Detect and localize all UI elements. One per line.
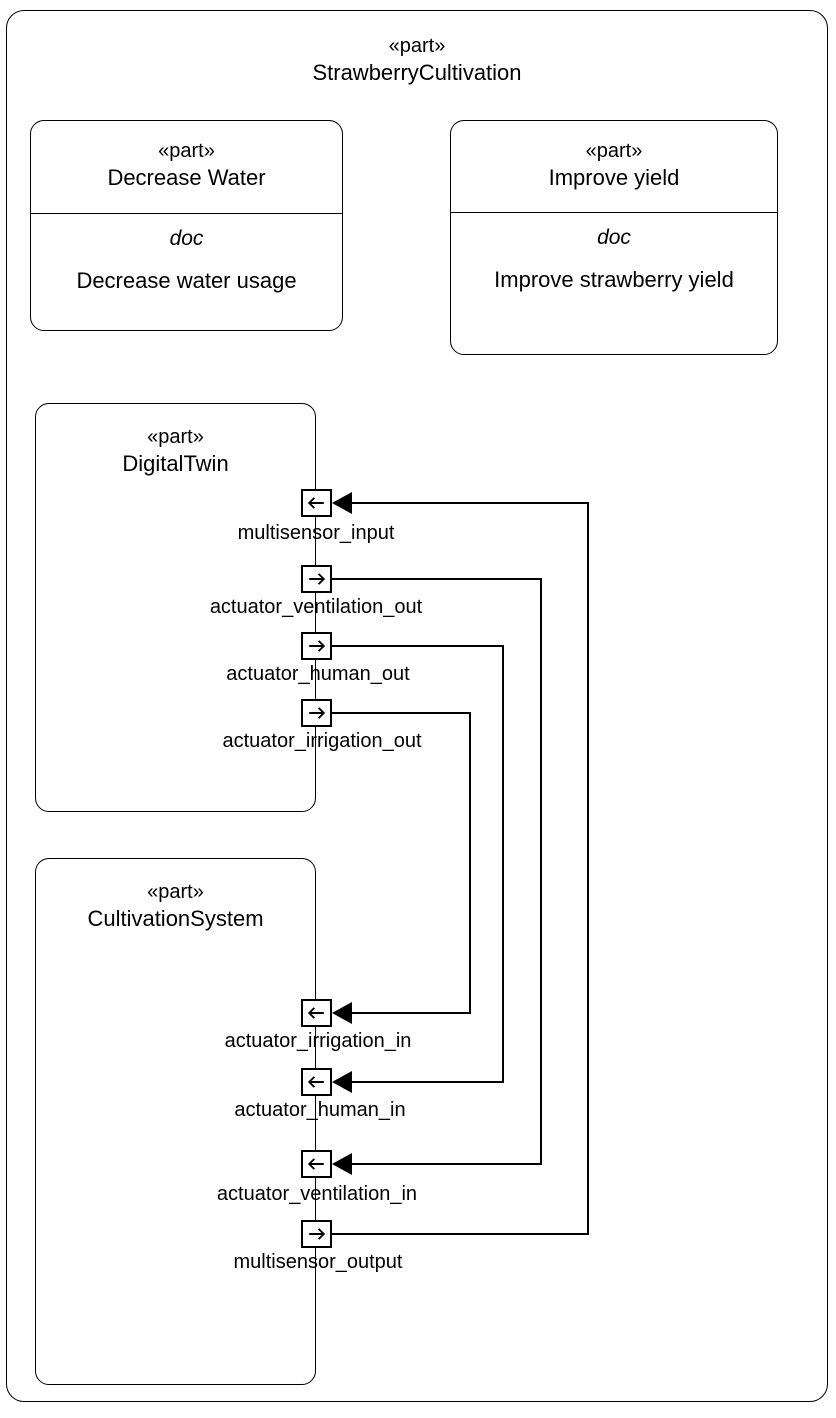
block-decrease-water-header: «part» Decrease Water [31, 138, 342, 193]
block-name-label: CultivationSystem [87, 906, 264, 931]
block-improve-yield-header: «part» Improve yield [451, 138, 777, 193]
arrow-right-icon [309, 707, 326, 719]
port-label-multisensor-output: multisensor_output [233, 1251, 403, 1273]
block-digital-twin[interactable]: «part» DigitalTwin [35, 403, 316, 812]
block-name-label: DigitalTwin [122, 451, 229, 476]
stereotype-label: «part» [147, 426, 204, 448]
doc-value-label: Improve strawberry yield [494, 267, 734, 292]
block-cultivation-system-header: «part» CultivationSystem [36, 879, 315, 934]
port-actuator-human-out[interactable] [301, 632, 332, 660]
arrow-left-icon [307, 1158, 324, 1170]
block-name-label: Improve yield [548, 165, 680, 190]
port-label-actuator-irrigation-in: actuator_irrigation_in [224, 1030, 412, 1052]
block-name-label: StrawberryCultivation [312, 60, 522, 85]
doc-key-label: doc [597, 226, 631, 249]
port-actuator-irrigation-out[interactable] [301, 699, 332, 727]
doc-value-label: Decrease water usage [76, 268, 297, 293]
port-actuator-human-in[interactable] [301, 1068, 332, 1096]
port-label-multisensor-input: multisensor_input [237, 522, 395, 544]
arrow-right-icon [309, 640, 326, 652]
port-actuator-ventilation-in[interactable] [301, 1150, 332, 1178]
block-strawberry-cultivation-header: «part» StrawberryCultivation [7, 33, 827, 88]
port-label-actuator-irrigation-out: actuator_irrigation_out [222, 730, 422, 752]
arrow-left-icon [307, 497, 324, 509]
block-decrease-water[interactable]: «part» Decrease Water doc Decrease water… [30, 120, 343, 331]
arrow-right-icon [309, 573, 326, 585]
stereotype-label: «part» [585, 140, 643, 162]
block-digital-twin-header: «part» DigitalTwin [36, 424, 315, 479]
arrow-right-icon [309, 1228, 326, 1240]
port-actuator-ventilation-out[interactable] [301, 565, 332, 593]
doc-key-label: doc [169, 227, 204, 250]
port-multisensor-input[interactable] [301, 489, 332, 517]
port-label-actuator-human-out: actuator_human_out [226, 663, 410, 685]
stereotype-label: «part» [147, 881, 204, 903]
compartment-divider [451, 212, 777, 213]
port-label-actuator-ventilation-in: actuator_ventilation_in [216, 1183, 418, 1205]
block-cultivation-system[interactable]: «part» CultivationSystem [35, 858, 316, 1385]
port-actuator-irrigation-in[interactable] [301, 999, 332, 1027]
arrow-left-icon [307, 1076, 324, 1088]
stereotype-label: «part» [158, 140, 215, 162]
port-multisensor-output[interactable] [301, 1220, 332, 1248]
port-label-actuator-ventilation-out: actuator_ventilation_out [209, 596, 423, 618]
stereotype-label: «part» [388, 35, 446, 57]
compartment-divider [31, 213, 342, 214]
block-improve-yield[interactable]: «part» Improve yield doc Improve strawbe… [450, 120, 778, 355]
port-label-actuator-human-in: actuator_human_in [234, 1099, 406, 1121]
arrow-left-icon [307, 1007, 324, 1019]
block-name-label: Decrease Water [107, 165, 266, 190]
